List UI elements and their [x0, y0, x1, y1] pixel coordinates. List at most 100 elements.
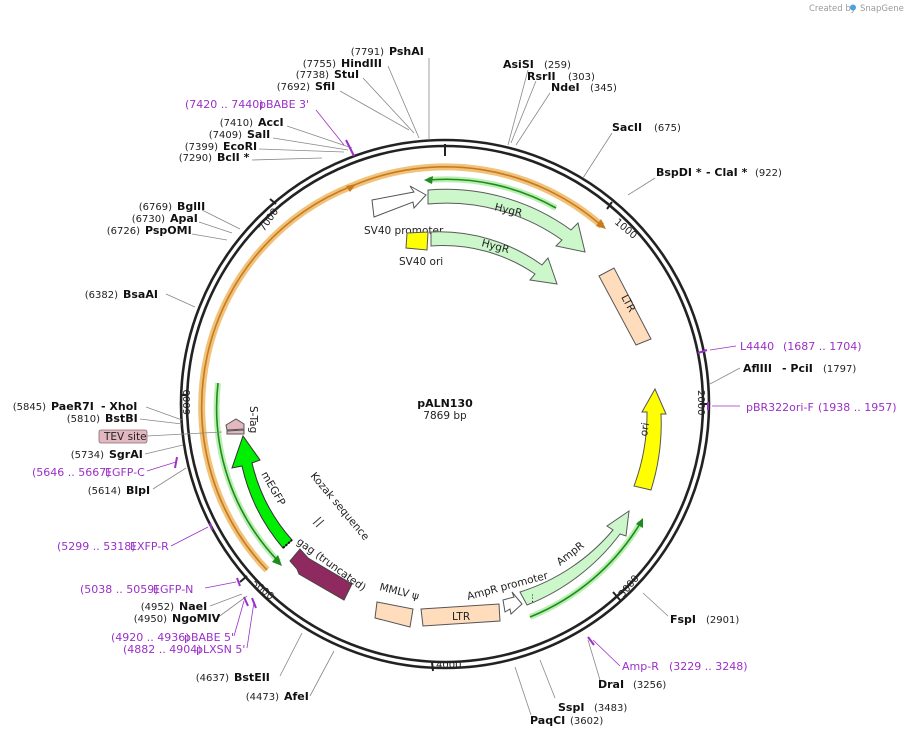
ori-arrow	[633, 387, 667, 491]
site-name-bsaai: BsaAI	[123, 288, 158, 301]
site-num-afliii: (1797)	[823, 364, 856, 375]
primer-name-l4440: L4440	[740, 340, 774, 353]
primer-range-exfpr: (5299 .. 5318)	[57, 540, 136, 553]
site-name-stui: StuI	[334, 68, 359, 81]
site-num-stui: (7738)	[296, 70, 329, 81]
site-num-sspi: (3483)	[594, 703, 627, 714]
megfp-orf-arrowhead	[272, 555, 282, 566]
site-num-apai: (6730)	[132, 214, 165, 225]
primer-name-ampr: Amp-R	[622, 660, 659, 673]
ampr-orf	[529, 521, 642, 618]
site-num-hindiii: (7755)	[303, 59, 336, 70]
ltr-right-box	[598, 267, 652, 346]
site-name-paqci: PaqCI	[530, 714, 565, 727]
tick-marks	[180, 144, 710, 672]
site-name-bglii: BglII	[177, 200, 205, 213]
site-extra-xhoi: - XhoI	[101, 400, 137, 413]
site-num-bcli: (7290)	[179, 153, 212, 164]
kozak-mark-2	[315, 519, 325, 528]
ori-label: ori	[638, 422, 652, 438]
site-name-fspi: FspI	[670, 613, 696, 626]
megfp-arrow	[231, 434, 293, 549]
site-num-bsteii: (4637)	[196, 673, 229, 684]
sv40-ori-label: SV40 ori	[399, 256, 443, 268]
site-num-ndei: (345)	[590, 83, 617, 94]
site-num-blpi: (5614)	[88, 486, 121, 497]
site-num-fspi: (2901)	[706, 615, 739, 626]
site-name-afei: AfeI	[284, 690, 309, 703]
ampr-orf-arrowhead	[636, 518, 643, 528]
site-num-sgrai: (5734)	[71, 450, 104, 461]
site-num-pspomi: (6726)	[107, 226, 140, 237]
site-labels-left: (7791) PshAI (7755) HindIII (7738) StuI …	[13, 45, 424, 703]
site-num-ecori: (7399)	[185, 142, 218, 153]
mmlv-psi-label: MMLV ψ	[378, 581, 420, 602]
stag-label: S-Tag	[247, 406, 259, 433]
orange-orf-top-arrowhead	[596, 219, 606, 229]
kozak-mark-1	[312, 516, 322, 525]
primer-range-ampr: (3229 .. 3248)	[669, 660, 748, 673]
tick-3000	[612, 591, 621, 601]
primer-name-pbr322orif: pBR322ori-F	[746, 401, 814, 414]
site-name-bstbi: BstBI	[105, 412, 138, 425]
credit-brand: SnapGene	[860, 4, 904, 14]
site-name-bspdi: BspDI *	[656, 166, 702, 179]
orange-orf-top	[351, 166, 603, 227]
site-name-asisi: AsiSI	[503, 58, 534, 71]
site-num-bsaai: (6382)	[85, 290, 118, 301]
site-num-asisi: (259)	[544, 60, 571, 71]
primer-name-pbabe5: pBABE 5'	[184, 631, 234, 644]
mmlv-psi-box	[374, 601, 414, 628]
sv40-promoter-arrow	[371, 185, 427, 218]
primer-name-egfpc: EGFP-C	[105, 466, 145, 479]
primer-name-pbabe3: pBABE 3'	[259, 98, 309, 111]
site-name-pspomi: PspOMI	[145, 224, 192, 237]
ampr-arrow	[519, 509, 630, 606]
hygr-orf	[427, 178, 557, 209]
tick-4000	[431, 661, 434, 672]
primer-labels: (7420 .. 7440) pBABE 3' (5646 .. 5667) E…	[32, 98, 897, 673]
ltr-bottom-box	[420, 603, 501, 627]
site-extra-pcii: - PciI	[782, 362, 813, 375]
site-name-rsrii: RsrII	[527, 70, 556, 83]
site-name-sspi: SspI	[558, 701, 584, 714]
gag-arrow	[289, 548, 353, 601]
tev-site-leader	[146, 431, 223, 437]
hygr-outer-arrow	[427, 188, 586, 253]
primer-marks	[174, 139, 709, 646]
site-name-ecori: EcoRI	[223, 140, 257, 153]
tick-5000	[239, 575, 248, 583]
primer-range-pbr322orif: (1938 .. 1957)	[818, 401, 897, 414]
stag-arrow	[225, 418, 245, 431]
site-name-paer7i: PaeR7I	[51, 400, 94, 413]
site-name-sali: SalI	[247, 128, 270, 141]
primer-range-egfpn: (5038 .. 5059)	[80, 583, 159, 596]
ltr-bottom-label: LTR	[452, 611, 470, 623]
orange-orf-left-arrowhead	[346, 184, 356, 192]
site-name-naei: NaeI	[179, 600, 207, 613]
primer-leaders	[146, 109, 740, 667]
credit-text: Created by	[809, 4, 856, 14]
primer-range-egfpc: (5646 .. 5667)	[32, 466, 111, 479]
site-num-paqci: (3602)	[570, 716, 603, 727]
site-num-drai: (3256)	[633, 680, 666, 691]
site-name-sacii: SacII	[612, 121, 642, 134]
snapgene-logo-icon	[850, 4, 856, 11]
site-num-sfii: (7692)	[277, 82, 310, 93]
site-name-ngomiv: NgoMIV	[172, 612, 221, 625]
site-name-afliii: AflIII	[743, 362, 772, 375]
primer-name-exfpr: EXFP-R	[130, 540, 169, 553]
site-name-bcli: BclI *	[217, 151, 250, 164]
site-num-sacii: (675)	[654, 123, 681, 134]
site-num-acci: (7410)	[220, 118, 253, 129]
site-name-pshai: PshAI	[389, 45, 424, 58]
tick-1000	[606, 201, 613, 210]
site-num-rsrii: (303)	[568, 72, 595, 83]
stag-box-2	[226, 429, 245, 435]
tev-site-label: TEV site	[103, 431, 147, 443]
site-name-drai: DraI	[598, 678, 624, 691]
site-leaders	[139, 58, 741, 716]
site-name-bsteii: BstEII	[234, 671, 270, 684]
site-labels-right: AsiSI (259) RsrII (303) NdeI (345) SacII…	[503, 58, 856, 727]
site-num-afei: (4473)	[246, 692, 279, 703]
